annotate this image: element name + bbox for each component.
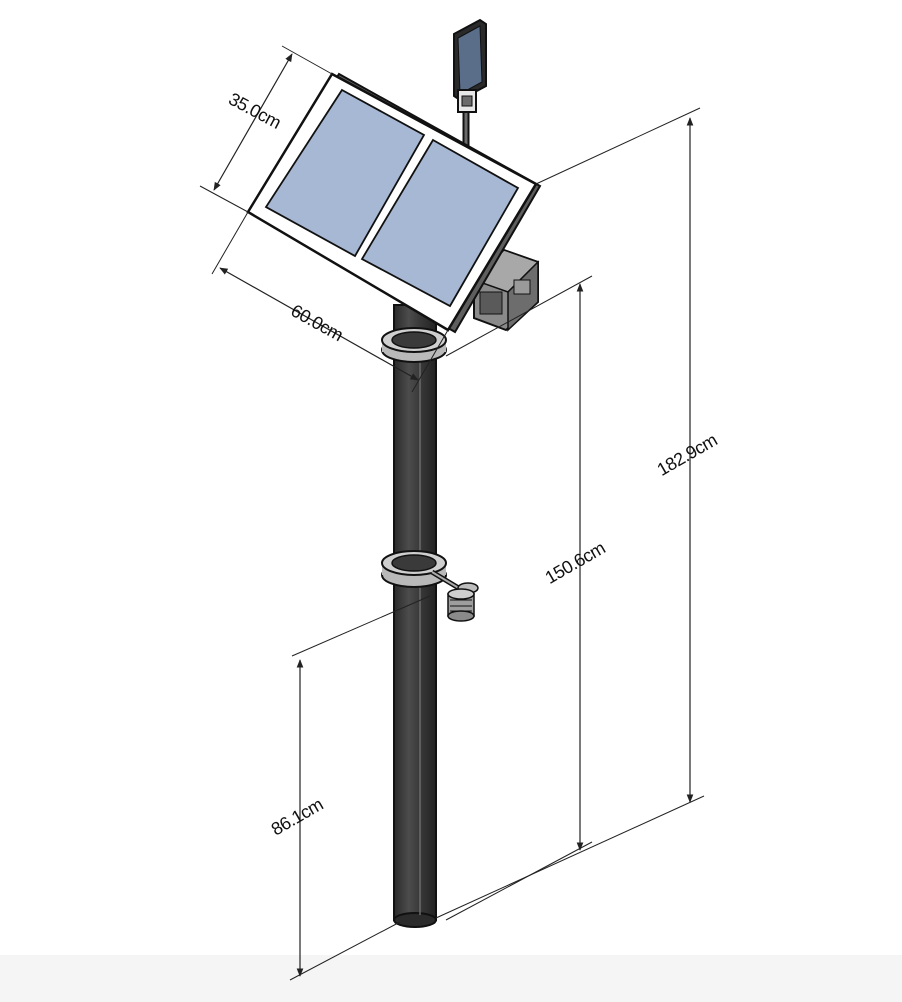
solar-panel xyxy=(246,72,542,334)
top-clamp xyxy=(381,327,447,363)
label-sensor-height: 86.1cm xyxy=(268,794,327,839)
floor-shadow xyxy=(0,955,902,1002)
label-pole-height: 150.6cm xyxy=(542,538,609,588)
panel-cell-right xyxy=(360,138,520,308)
sensor-mast xyxy=(453,18,487,150)
label-panel-height: 35.0cm xyxy=(225,89,284,133)
mid-clamp xyxy=(381,550,464,593)
label-panel-width: 60.0cm xyxy=(288,300,347,345)
label-total-height: 182.9cm xyxy=(654,430,721,480)
rain-sensor xyxy=(447,582,479,622)
pole xyxy=(393,304,437,928)
